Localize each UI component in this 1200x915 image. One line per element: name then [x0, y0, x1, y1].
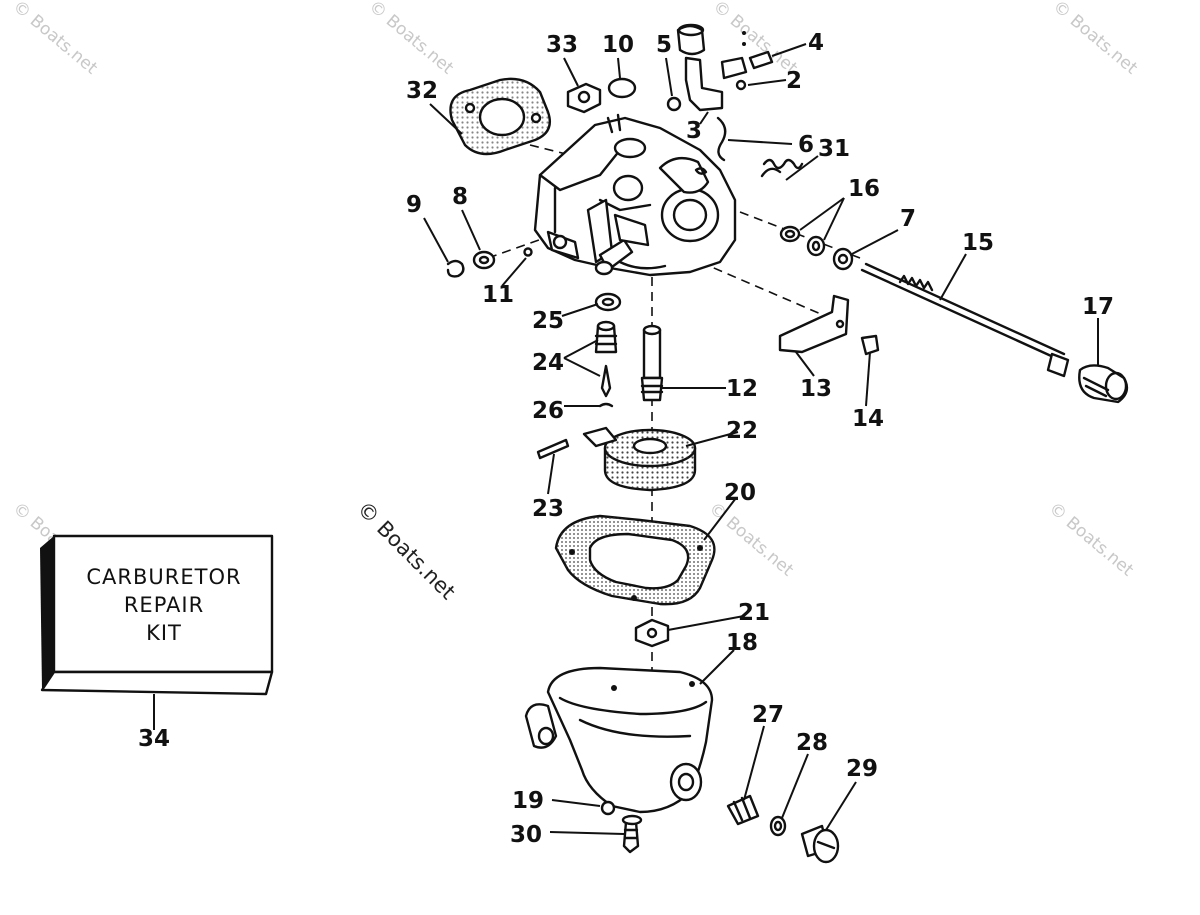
clip-and-spring [716, 116, 804, 178]
kit-label-line3: KIT [146, 621, 182, 645]
callout-22: 22 [726, 418, 758, 444]
callout-7: 7 [900, 206, 916, 232]
callout-25: 25 [532, 308, 564, 334]
callout-11: 11 [482, 282, 514, 308]
callout-13: 13 [800, 376, 832, 402]
watermark-top-right: © Boats.net [1049, 0, 1142, 79]
watermark-center: © Boats.net [352, 497, 460, 605]
callout-18: 18 [726, 630, 758, 656]
callout-28: 28 [796, 730, 828, 756]
washers-16-7 [779, 225, 854, 271]
left-small-parts [446, 247, 533, 278]
repair-kit-box: CARBURETOR REPAIR KIT [40, 534, 274, 696]
watermark-mid-right-b: © Boats.net [1045, 499, 1138, 581]
bracket-13-screw-14 [778, 294, 880, 356]
callout-19: 19 [512, 788, 544, 814]
kit-label-line1: CARBURETOR [86, 565, 241, 589]
carburetor-body [533, 113, 737, 277]
callout-30: 30 [510, 822, 542, 848]
callout-2: 2 [786, 68, 802, 94]
watermark-mid-right-a: © Boats.net [705, 499, 798, 581]
callout-23: 23 [532, 496, 564, 522]
main-jet-parts [726, 794, 840, 864]
callout-33: 33 [546, 32, 578, 58]
callout-labels: 33 10 5 4 2 32 3 6 31 16 9 8 7 15 11 17 … [138, 30, 1114, 848]
callout-10: 10 [602, 32, 634, 58]
float-22-pin-23 [536, 426, 697, 492]
callout-31: 31 [818, 136, 850, 162]
callout-9: 9 [406, 192, 422, 218]
callout-12: 12 [726, 376, 758, 402]
callout-32: 32 [406, 78, 438, 104]
small-parts-top [566, 77, 637, 114]
callout-8: 8 [452, 184, 468, 210]
callout-20: 20 [724, 480, 756, 506]
callout-34: 34 [138, 726, 170, 752]
callout-3: 3 [686, 118, 702, 144]
callout-5: 5 [656, 32, 672, 58]
callout-21: 21 [738, 600, 770, 626]
watermark-top-mid-left: © Boats.net [365, 0, 458, 79]
needle-valve-15 [860, 262, 1070, 378]
callout-leaders [153, 43, 1099, 835]
gasket-32 [449, 77, 552, 156]
callout-24: 24 [532, 350, 564, 376]
fuel-fitting [666, 23, 774, 112]
callout-16: 16 [848, 176, 880, 202]
callout-6: 6 [798, 132, 814, 158]
callout-27: 27 [752, 702, 784, 728]
nut-21 [634, 618, 670, 648]
callout-17: 17 [1082, 294, 1114, 320]
callout-29: 29 [846, 756, 878, 782]
callout-26: 26 [532, 398, 564, 424]
bowl-gasket-20 [554, 514, 716, 606]
kit-label-line2: REPAIR [124, 593, 204, 617]
callout-15: 15 [962, 230, 994, 256]
inlet-needle-parts [594, 292, 622, 408]
callout-14: 14 [852, 406, 884, 432]
watermark-top-left: © Boats.net [9, 0, 102, 79]
float-bowl-18 [524, 666, 714, 814]
plug-17 [1078, 364, 1129, 404]
nozzle-12 [640, 324, 664, 402]
callout-4: 4 [808, 30, 824, 56]
drain-parts-19-30 [600, 800, 643, 854]
